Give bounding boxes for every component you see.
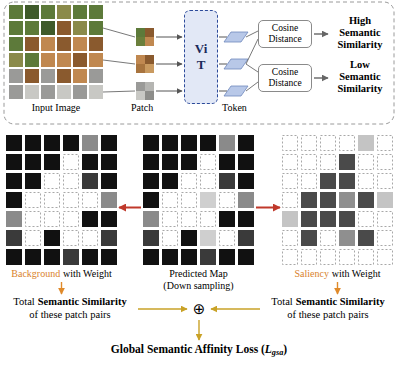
node-text: Low Semantic Similarity — [338, 59, 383, 94]
node-text: Input Image — [32, 102, 81, 113]
patch-2 — [136, 55, 154, 73]
result-text: Low Semantic Similarity — [330, 59, 390, 95]
node-text: Total — [271, 296, 292, 307]
map-node: Backgroundwith Weight — [6, 135, 117, 280]
arrow-connector — [337, 282, 338, 294]
arrow-connector — [256, 207, 280, 209]
node-text: with Weight — [332, 268, 381, 279]
caption: Backgroundwith Weight — [6, 268, 117, 280]
patch-3 — [136, 82, 154, 100]
caption: Saliencywith Weight — [282, 268, 393, 280]
arrow-connector — [138, 308, 187, 309]
arrow-connector — [119, 207, 141, 209]
result-text: High Semantic Similarity — [330, 15, 390, 51]
node-text: High Semantic Similarity — [338, 15, 383, 50]
vit-to-token-lines — [219, 37, 227, 91]
patch-leader-lines — [103, 28, 135, 92]
process-box: Cosine Distance — [258, 64, 312, 92]
top-panel — [4, 2, 394, 124]
node-text: L — [265, 343, 272, 355]
node-text: with Weight — [63, 268, 112, 279]
patch-map — [143, 135, 254, 265]
input-image-node: Input Image — [8, 5, 104, 114]
node-text: Cosine Distance — [268, 67, 301, 88]
sum-text: Total Semantic Similarity of these patch p… — [262, 296, 394, 321]
node-text: Predicted Map (Down sampling) — [163, 268, 233, 291]
part-label: Patch — [131, 102, 153, 114]
node-text: Semantic Similarity — [38, 296, 127, 307]
arrow-connector — [211, 308, 260, 309]
patch-map — [6, 135, 117, 265]
node-text: ViT — [195, 41, 208, 74]
patch-to-vit-arrows — [156, 37, 182, 91]
node-text: ) — [283, 343, 287, 355]
node-text: Background — [11, 268, 60, 279]
tokens — [224, 32, 248, 96]
node-text: of these patch pairs — [4, 309, 136, 322]
part-label: Token — [222, 102, 247, 114]
node-text: Global Semantic Affinity Loss ( — [111, 343, 265, 355]
arrow-connector — [314, 77, 328, 78]
vit-box: ViT — [184, 10, 218, 104]
patch-map — [282, 135, 393, 265]
patch-1 — [136, 28, 154, 46]
token-to-distance-lines — [246, 31, 258, 91]
arrow-connector — [198, 320, 199, 340]
node-text: of these patch pairs — [262, 309, 394, 322]
plus-symbol: ⊕ — [189, 300, 209, 318]
caption: Input Image — [8, 102, 104, 114]
map-node: Predicted Map (Down sampling) — [143, 135, 254, 292]
node-text: ⊕ — [193, 300, 206, 318]
node-text: gsa — [272, 348, 283, 357]
sum-text: Total Semantic Similarity of these patch p… — [4, 296, 136, 321]
process-box: Cosine Distance — [258, 20, 312, 48]
node-text: Semantic Similarity — [296, 296, 385, 307]
node-text: Saliency — [295, 268, 329, 279]
map-node: Saliencywith Weight — [282, 135, 393, 280]
arrow-connector — [314, 33, 328, 34]
node-text: Cosine Distance — [268, 23, 301, 44]
input-image — [9, 5, 103, 99]
caption: Predicted Map (Down sampling) — [159, 268, 239, 292]
loss-text: Global Semantic Affinity Loss (Lgsa) — [79, 342, 319, 360]
node-text: Total — [13, 296, 34, 307]
arrow-connector — [61, 282, 62, 294]
